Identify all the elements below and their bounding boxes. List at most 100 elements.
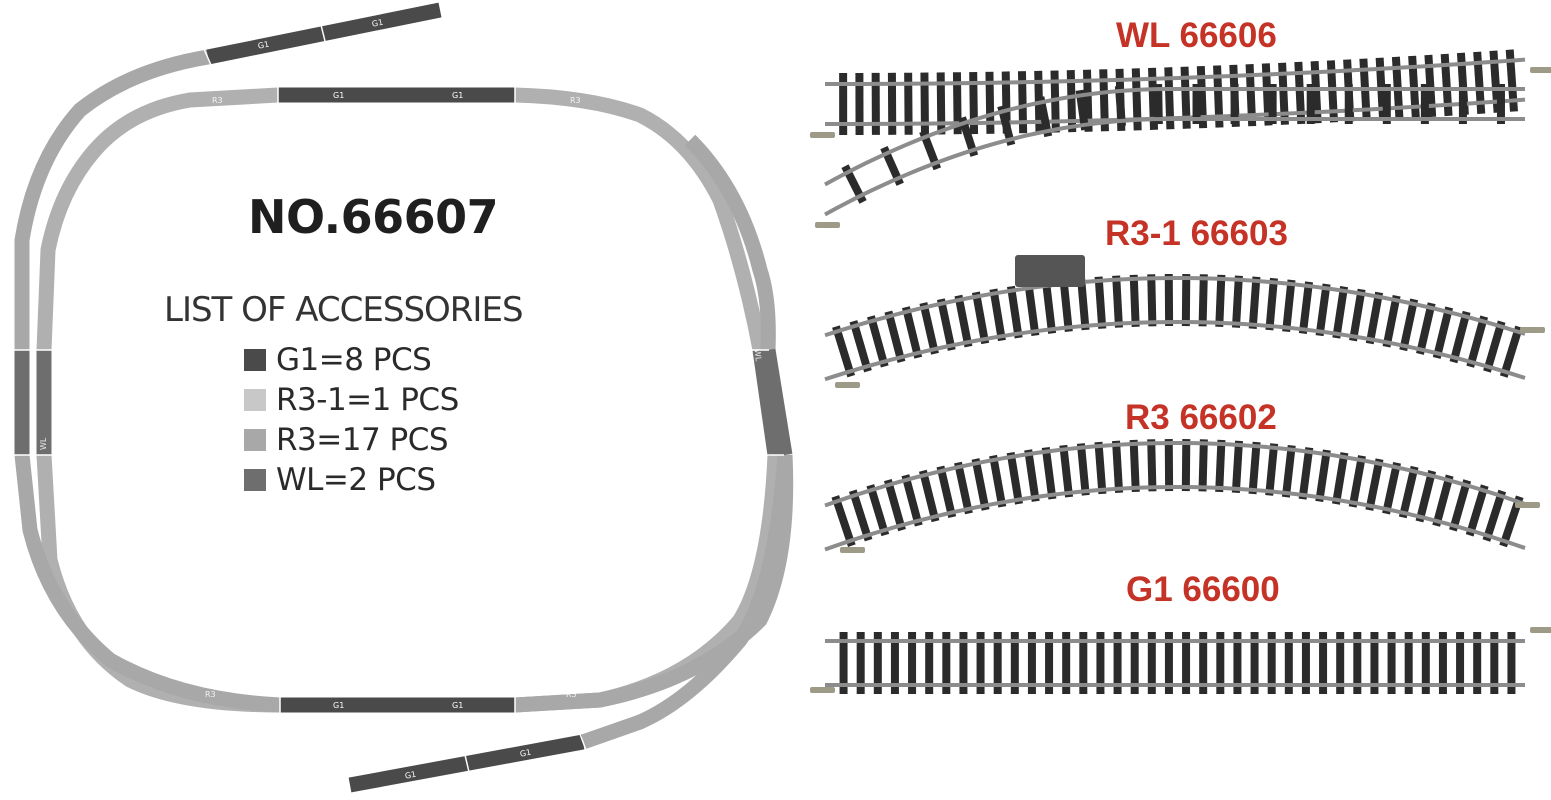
track-tie [1420,84,1429,124]
track-tie [1483,320,1506,373]
track-tie [1213,65,1224,128]
segment-label-r3: R3 [566,690,577,699]
legend-text-r3-1: R3-1=1 PCS [276,382,459,418]
track-tie [1017,71,1028,134]
track-tie [1079,632,1088,694]
track-tie [1245,64,1257,127]
track-tie [1147,274,1157,327]
track-tie [1268,84,1277,124]
track-tie [1077,277,1090,331]
track-tie [958,116,979,157]
track-tie [1326,60,1339,123]
track-tie [1250,632,1259,694]
track-tie [1370,632,1379,694]
track-tie [1294,61,1306,125]
track-tie [1449,310,1471,364]
track-rail [824,276,1526,338]
track-tie [1041,446,1057,500]
rail-joiner [1520,327,1545,333]
track-tie [919,130,942,171]
track-tie [1440,53,1453,117]
legend-item-wl: WL=2 PCS [244,460,459,500]
legend-text-wl: WL=2 PCS [276,462,436,498]
track-tie [884,310,906,363]
track-tie [902,306,923,359]
track-tie [1036,96,1053,138]
rail-joiner [840,547,865,553]
segment-label-g1: G1 [333,91,344,100]
segment-label-g1: G1 [257,40,270,51]
track-tie [908,632,917,694]
track-tie [1499,495,1524,548]
legend-item-g1: G1=8 PCS [244,340,459,380]
track-tie [1282,279,1296,333]
track-tie [1365,458,1384,511]
track-tie [1045,632,1054,694]
track-tie [1496,84,1505,124]
track-tie [942,632,951,694]
track-tie [1164,274,1174,327]
track-tie [1382,84,1391,124]
legend-text-g1: G1=8 PCS [276,342,432,378]
track-tie [839,632,848,694]
track-tie [867,315,889,368]
track-rail [824,320,1526,382]
track-tie [1315,283,1331,337]
track-tie [883,479,906,532]
rail-joiner [810,687,835,693]
track-tie [1113,632,1122,694]
track-tie [1112,440,1124,493]
segment-separators [13,24,784,773]
track-tie [839,72,848,136]
track-tie [1076,443,1090,496]
track-tie [1112,275,1123,328]
track-tie [1062,632,1071,694]
model-number: NO.66607 [248,190,499,244]
track-tie [1215,274,1226,328]
track-tie [1164,67,1175,130]
track-tie [1353,632,1362,694]
track-tie [1181,439,1191,492]
track-tie [1507,632,1516,694]
track-tie [1131,68,1142,131]
track-tie [1233,632,1242,694]
track-tie [1344,84,1353,124]
track-tie [1066,70,1077,133]
inner-loop-switch-right [752,348,783,457]
track-tie [1466,315,1489,368]
track-tie [1319,632,1328,694]
segment-label-g1: G1 [371,18,384,29]
legend-text-r3: R3=17 PCS [276,422,449,458]
track-tie [1248,441,1261,495]
segment-label-g1: G1 [404,770,417,781]
track-tie [1382,294,1401,348]
track-tie [1336,632,1345,694]
turnout-piece-wl [824,49,1526,136]
track-tie [1415,470,1437,523]
track-tie [1382,461,1401,515]
track-tie [1129,439,1140,493]
track-tie [849,320,872,373]
track-tie [1332,452,1349,505]
track-tie [1059,444,1074,498]
track-tie [1094,276,1107,329]
outer-track-lead-bottom [580,454,793,750]
track-tie [832,325,856,378]
track-tie [1198,274,1208,327]
track-tie [919,469,940,523]
legend-item-r3: R3=17 PCS [244,420,459,460]
segment-label-wl: WL [39,437,48,450]
track-pieces-illustration [810,49,1551,694]
accessory-legend: G1=8 PCS R3-1=1 PCS R3=17 PCS WL=2 PCS [244,340,459,500]
legend-item-r3-1: R3-1=1 PCS [244,380,459,420]
track-tie [848,489,873,542]
track-rail [824,117,1525,217]
track-tie [1147,439,1157,492]
track-tie [993,632,1002,694]
product-label-r3-1: R3-1 66603 [1105,214,1288,253]
track-tie [1473,51,1486,114]
track-tie [871,72,880,135]
track-tie [1281,445,1296,498]
track-tie [1129,274,1140,327]
track-tie [1416,302,1436,355]
